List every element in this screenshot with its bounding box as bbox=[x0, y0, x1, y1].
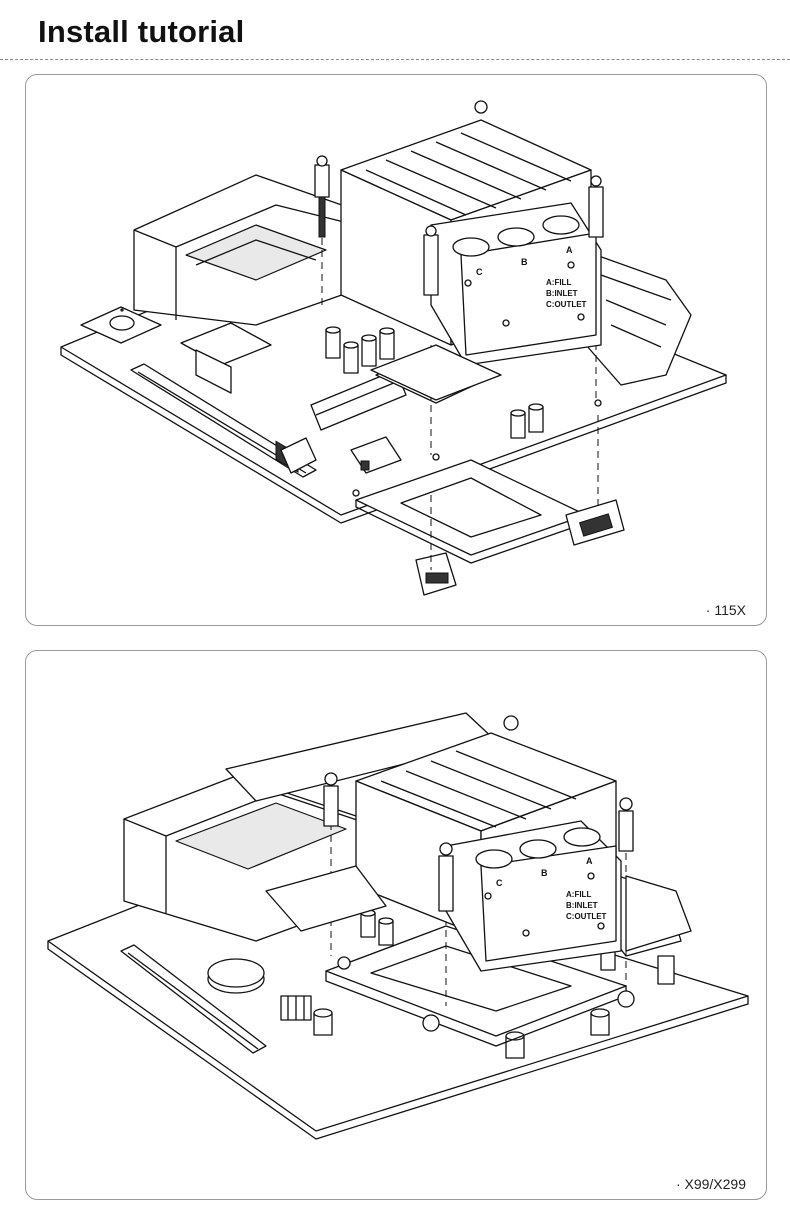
title-divider bbox=[0, 59, 790, 60]
panel-caption-115x: · 115X bbox=[706, 602, 747, 618]
port-label-a: A bbox=[586, 856, 593, 866]
page-title: Install tutorial bbox=[38, 14, 245, 49]
cpu-water-block: C B A A:FILL B:INLET C:OUTLET bbox=[265, 732, 692, 972]
port-label-b: B bbox=[521, 257, 528, 267]
legend-inlet: B:INLET bbox=[546, 289, 578, 298]
cpu-water-block: C B A A:FILL B:INLET C:OUTLET bbox=[340, 119, 602, 401]
mounting-screws bbox=[314, 100, 604, 296]
motherboard bbox=[47, 712, 749, 1140]
diagram-115x-illustration: C B A A:FILL B:INLET C:OUTLET · 115X bbox=[60, 100, 747, 618]
mounting-screws bbox=[323, 715, 634, 912]
capacitor-row bbox=[325, 326, 544, 439]
diagram-x99-illustration: C B A A:FILL B:INLET C:OUTLET · X99/X299 bbox=[47, 712, 749, 1192]
port-label-b: B bbox=[541, 868, 548, 878]
port-label-c: C bbox=[476, 267, 483, 277]
install-panel-x99-x299: C B A A:FILL B:INLET C:OUTLET · X99/X299 bbox=[25, 650, 767, 1200]
port-label-c: C bbox=[496, 878, 503, 888]
legend-fill: A:FILL bbox=[546, 278, 571, 287]
port-label-a: A bbox=[566, 245, 573, 255]
legend-outlet: C:OUTLET bbox=[546, 300, 587, 309]
install-panel-115x: C B A A:FILL B:INLET C:OUTLET · 115X bbox=[25, 74, 767, 626]
legend-inlet: B:INLET bbox=[566, 901, 598, 910]
block-top-stripes bbox=[380, 750, 577, 828]
backplate bbox=[355, 459, 625, 596]
legend-outlet: C:OUTLET bbox=[566, 912, 607, 921]
panel-caption-x99-x299: · X99/X299 bbox=[676, 1176, 746, 1192]
block-top-stripes bbox=[365, 132, 572, 216]
legend-fill: A:FILL bbox=[566, 890, 591, 899]
